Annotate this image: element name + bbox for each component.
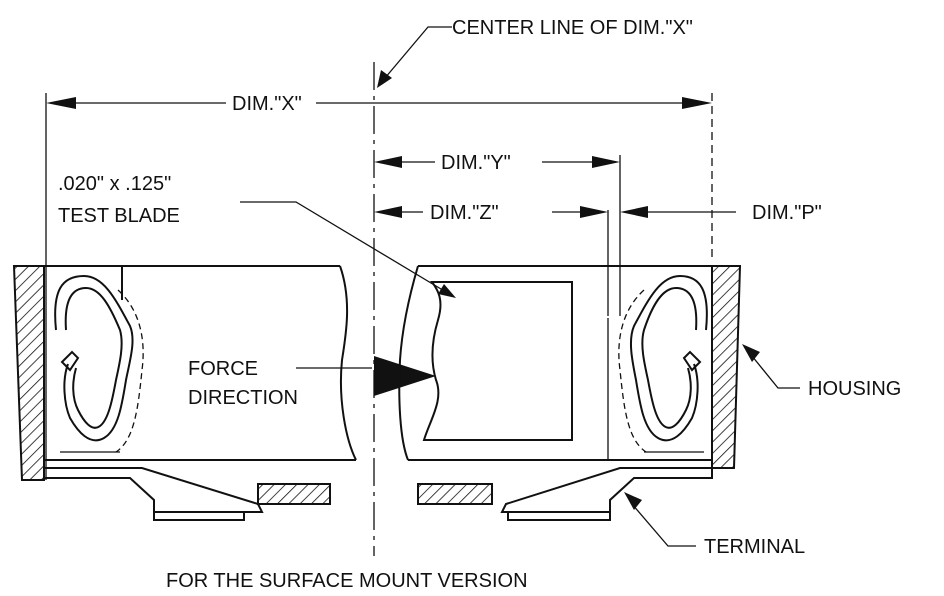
left-terminal (43, 467, 264, 513)
test-blade-leader (240, 201, 456, 298)
test-blade (422, 281, 573, 441)
force-label-line2: DIRECTION (188, 387, 298, 409)
right-terminal (500, 467, 713, 513)
right-pad (417, 483, 493, 505)
housing-label: HOUSING (808, 378, 901, 400)
terminal-leader (624, 492, 696, 547)
center-line-leader (377, 26, 452, 88)
dim-x-label: DIM."X" (232, 93, 302, 115)
force-label-line1: FORCE (188, 358, 258, 380)
left-housing-wall (12, 265, 45, 481)
dim-p-label: DIM."P" (752, 202, 822, 224)
dim-y-dimension-line (374, 156, 620, 168)
left-pad (257, 483, 331, 505)
dim-z-label: DIM."Z" (430, 202, 499, 224)
center-line-label: CENTER LINE OF DIM."X" (452, 17, 693, 39)
dim-y-label: DIM."Y" (441, 152, 511, 174)
test-blade-label-line2: TEST BLADE (58, 205, 180, 227)
housing-leader (742, 344, 800, 389)
dim-z-dimension-line (374, 206, 608, 218)
left-contact-assembly (12, 265, 357, 521)
right-contact-assembly (398, 265, 742, 521)
dim-x-dimension-line (46, 97, 712, 109)
diagram-caption: FOR THE SURFACE MOUNT VERSION (166, 570, 528, 592)
terminal-label: TERMINAL (704, 536, 805, 558)
test-blade-label-line1: .020" x .125" (58, 173, 171, 195)
force-direction-arrow (296, 356, 436, 396)
dim-p-dimension-line (620, 206, 736, 218)
right-housing-wall (711, 265, 742, 469)
